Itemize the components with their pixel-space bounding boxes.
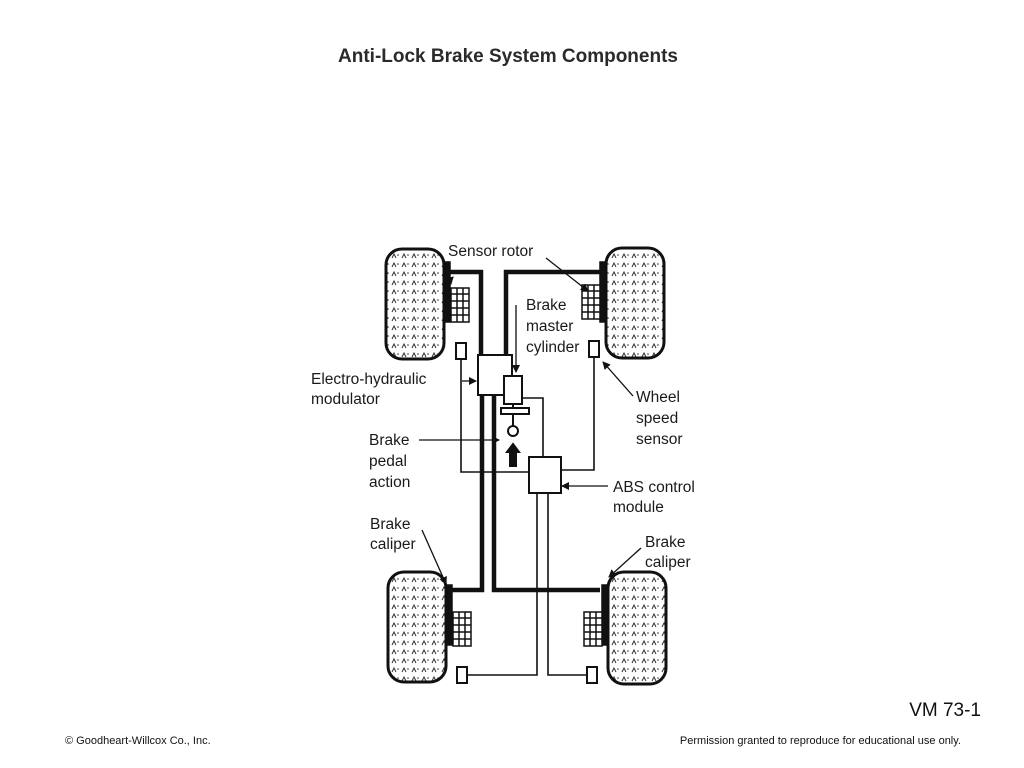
svg-text:cylinder: cylinder (526, 339, 579, 356)
permission-notice: Permission granted to reproduce for educ… (679, 735, 961, 747)
label-wheel-speed-sensor: Wheel speed sensor (636, 389, 683, 448)
brake-master-cylinder (503, 375, 523, 405)
abs-control-module (528, 456, 562, 494)
hydraulic-brake-lines (450, 269, 600, 593)
sensor-wiring (460, 357, 595, 676)
label-master-cylinder: Brake master cylinder (526, 297, 579, 356)
label-abs-module: ABS control module (613, 479, 695, 516)
wheel-rear-right (606, 570, 668, 686)
svg-text:sensor: sensor (636, 431, 683, 448)
svg-text:action: action (369, 474, 410, 491)
svg-text:Brake: Brake (526, 297, 567, 314)
wheel-front-right (604, 246, 666, 360)
copyright-notice: © Goodheart-Willcox Co., Inc. (65, 735, 211, 747)
svg-text:pedal: pedal (369, 453, 407, 470)
svg-text:Electro-hydraulic: Electro-hydraulic (311, 371, 427, 388)
wheel-rear-left (386, 570, 448, 684)
svg-text:master: master (526, 318, 573, 335)
label-sensor-rotor: Sensor rotor (448, 243, 533, 260)
svg-text:caliper: caliper (370, 536, 416, 553)
svg-text:Brake: Brake (370, 516, 411, 533)
label-caliper-right: Brake caliper (645, 534, 691, 571)
svg-text:ABS control: ABS control (613, 479, 695, 496)
svg-text:module: module (613, 499, 664, 516)
brake-assembly-front-right (581, 261, 607, 323)
label-pedal-action: Brake pedal action (369, 432, 410, 491)
slide-title: Anti-Lock Brake System Components (338, 46, 678, 67)
svg-text:Wheel: Wheel (636, 389, 680, 406)
label-caliper-left: Brake caliper (370, 516, 416, 553)
svg-text:modulator: modulator (311, 391, 380, 408)
svg-text:speed: speed (636, 410, 678, 427)
brake-assembly-front-left (443, 261, 470, 323)
svg-text:caliper: caliper (645, 554, 691, 571)
brake-assembly-rear-left (445, 584, 472, 647)
svg-text:Brake: Brake (369, 432, 410, 449)
brake-assembly-rear-right (583, 584, 609, 647)
leader-lines (419, 257, 642, 585)
svg-text:Brake: Brake (645, 534, 686, 551)
label-modulator: Electro-hydraulic modulator (311, 371, 427, 408)
slide-number: VM 73-1 (909, 700, 981, 721)
wheel-front-left (384, 247, 446, 361)
svg-text:Sensor rotor: Sensor rotor (448, 243, 533, 260)
brake-pedal (500, 404, 530, 467)
